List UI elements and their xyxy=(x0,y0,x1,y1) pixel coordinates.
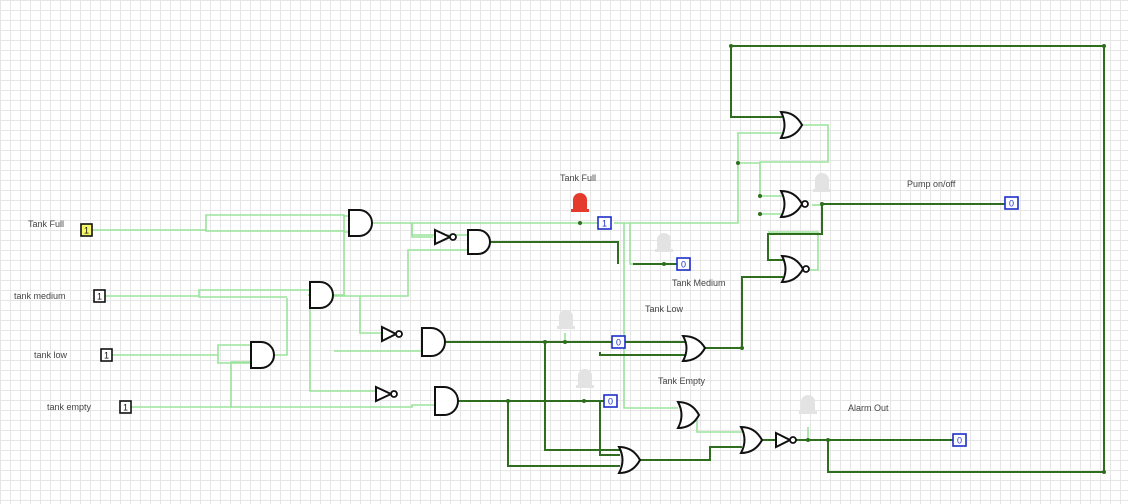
nor-gate-pump-1[interactable] xyxy=(779,189,809,219)
label-tank-low: Tank Low xyxy=(645,304,684,314)
bulb-tank-low xyxy=(557,310,575,329)
output-probe-tank-full: 1 xyxy=(597,216,612,230)
label-tank-full: Tank Full xyxy=(560,173,596,183)
input-switch-tank-full[interactable]: 1 xyxy=(80,223,93,237)
inactive-wires xyxy=(92,124,829,440)
not-gate-3[interactable] xyxy=(375,385,398,403)
output-probe-alarm: 0 xyxy=(952,433,967,447)
svg-text:0: 0 xyxy=(616,338,621,348)
and-gate-6[interactable] xyxy=(434,386,459,416)
svg-text:1: 1 xyxy=(602,219,607,229)
bulb-alarm xyxy=(799,395,817,414)
or-gate-empty[interactable] xyxy=(676,400,701,430)
output-probe-tank-empty: 0 xyxy=(603,394,618,408)
label-tank-medium: Tank Medium xyxy=(672,278,726,288)
label-input-tank-full: Tank Full xyxy=(28,219,64,229)
or-gate-low[interactable] xyxy=(617,445,642,475)
label-pump: Pump on/off xyxy=(907,179,956,189)
and-gate-2[interactable] xyxy=(309,281,334,309)
label-alarm: Alarm Out xyxy=(848,403,889,413)
bulb-tank-empty xyxy=(576,369,594,388)
input-switch-tank-low[interactable]: 1 xyxy=(100,348,113,362)
output-probe-pump: 0 xyxy=(1004,196,1019,210)
label-tank-empty: Tank Empty xyxy=(658,376,706,386)
nor-gate-pump-2[interactable] xyxy=(780,254,810,284)
output-probe-tank-medium: 0 xyxy=(676,257,691,271)
active-wires xyxy=(441,45,1105,473)
svg-text:1: 1 xyxy=(104,351,109,361)
not-gate-alarm[interactable] xyxy=(775,431,797,449)
output-probe-tank-low: 0 xyxy=(611,335,626,349)
bulb-pump xyxy=(813,173,831,192)
label-input-tank-low: tank low xyxy=(34,350,68,360)
and-gate-5[interactable] xyxy=(421,327,446,357)
bulb-tank-medium xyxy=(655,233,673,252)
not-gate-1[interactable] xyxy=(434,228,457,246)
input-switch-tank-empty[interactable]: 1 xyxy=(119,400,132,414)
svg-text:0: 0 xyxy=(1009,199,1014,209)
and-gate-4[interactable] xyxy=(467,229,491,255)
svg-text:1: 1 xyxy=(97,292,102,302)
svg-text:1: 1 xyxy=(123,403,128,413)
junction-dots xyxy=(506,44,1106,474)
input-switch-tank-medium[interactable]: 1 xyxy=(93,289,106,303)
or-gate-latch[interactable] xyxy=(779,110,804,140)
svg-text:0: 0 xyxy=(681,260,686,270)
or-gate-medium[interactable] xyxy=(681,334,707,363)
label-input-tank-empty: tank empty xyxy=(47,402,92,412)
bulb-tank-full xyxy=(571,193,589,212)
svg-text:0: 0 xyxy=(957,436,962,446)
svg-text:0: 0 xyxy=(608,397,613,407)
and-gate-1[interactable] xyxy=(348,209,373,237)
or-gate-alarm[interactable] xyxy=(739,425,764,455)
and-gate-3[interactable] xyxy=(250,341,275,369)
not-gate-2[interactable] xyxy=(381,325,403,343)
label-input-tank-medium: tank medium xyxy=(14,291,66,301)
svg-text:1: 1 xyxy=(84,226,89,236)
